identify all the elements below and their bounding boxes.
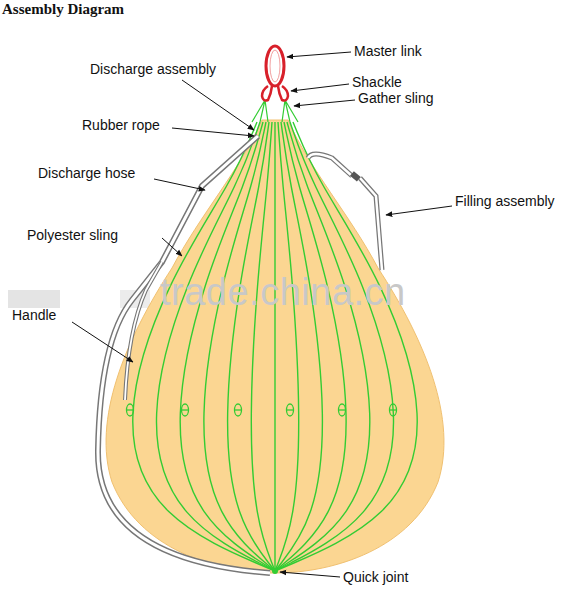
sling-shackle	[339, 409, 346, 410]
master-link	[270, 50, 280, 82]
sling-shackle	[287, 404, 294, 416]
water-bag	[106, 120, 444, 573]
sling-shackle	[235, 409, 242, 410]
sling-shackle	[390, 409, 397, 410]
blur-patch	[8, 290, 60, 308]
sling-strap	[274, 122, 275, 571]
part-label: Polyester sling	[27, 228, 118, 243]
gather-sling	[252, 100, 298, 122]
part-label: Handle	[12, 308, 56, 323]
part-label: Discharge assembly	[90, 62, 216, 77]
sling-shackles	[127, 404, 397, 416]
sling-shackle	[235, 404, 242, 416]
sling-shackle	[287, 409, 294, 410]
sling-shackle	[127, 409, 134, 410]
leader-lines	[72, 52, 452, 577]
sling-shackle	[127, 404, 134, 416]
sling-strap	[156, 122, 275, 571]
part-label: Quick joint	[343, 570, 408, 585]
part-label: Rubber rope	[82, 118, 160, 133]
part-label: Shackle	[352, 75, 402, 90]
discharge-hose	[98, 136, 270, 573]
sling-strap	[275, 122, 417, 571]
handle	[125, 262, 162, 400]
sling-strap	[228, 122, 275, 571]
quick-joint	[272, 568, 278, 574]
part-label: Gather sling	[358, 91, 433, 106]
shackle	[278, 86, 288, 101]
master-link	[266, 46, 284, 86]
sling-strap	[275, 122, 394, 571]
filling-valve	[350, 171, 361, 181]
sling-strap	[180, 122, 275, 571]
sling-strap	[275, 122, 346, 571]
sling-strap	[251, 122, 275, 571]
sling-strap	[204, 122, 275, 571]
sling-strap	[275, 122, 322, 571]
sling-shackle	[182, 404, 189, 416]
shackle	[262, 86, 272, 101]
sling-strap	[133, 122, 275, 571]
filling-assembly	[308, 154, 382, 270]
polyester-slings	[133, 122, 417, 571]
part-label: Master link	[354, 44, 422, 59]
part-label: Discharge hose	[38, 166, 135, 181]
watermark: trade.china.cn	[160, 272, 406, 314]
sling-strap	[275, 122, 370, 571]
part-label: Filling assembly	[455, 194, 555, 209]
filling-assembly	[308, 154, 382, 270]
handle	[125, 262, 162, 400]
sling-strap	[275, 122, 299, 571]
sling-shackle	[390, 404, 397, 416]
sling-shackle	[182, 409, 189, 410]
discharge-hose	[98, 136, 270, 573]
sling-shackle	[339, 404, 346, 416]
diagram-title: Assembly Diagram	[2, 1, 124, 18]
